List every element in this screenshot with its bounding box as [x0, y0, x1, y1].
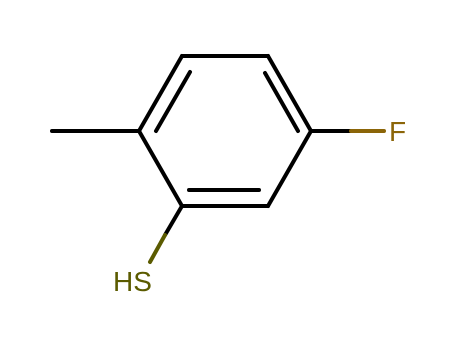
thiol-label: HS: [113, 266, 152, 297]
bond-ring-c3-c4: [266, 129, 313, 208]
double-bond-inner-top-right: [263, 71, 300, 133]
atom-labels: F HS: [113, 116, 406, 297]
bond-ring-c2-c3: [266, 54, 313, 133]
thiol-bond-carbon-part: [163, 204, 184, 237]
thiol-bond-sulfur-part: [148, 233, 167, 264]
bond-group: [50, 54, 386, 264]
fluorine-label: F: [389, 116, 406, 147]
bond-ring-c6-c1: [137, 54, 184, 133]
bond-ring-c5-c6: [137, 129, 184, 208]
double-bond-inner-top-left: [154, 70, 192, 133]
